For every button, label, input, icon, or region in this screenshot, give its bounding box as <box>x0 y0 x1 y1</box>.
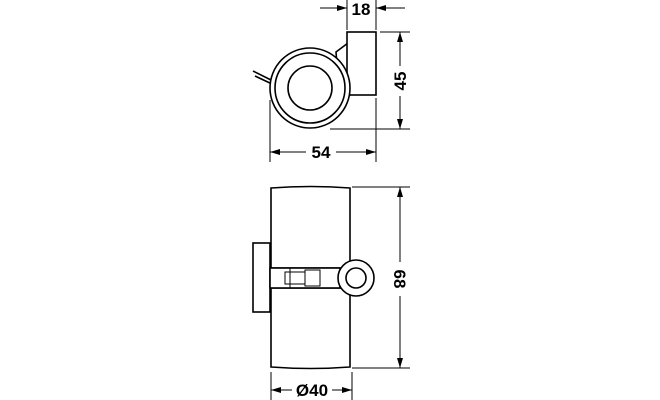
dimension-54: 54 <box>312 143 331 162</box>
dimension-68: 68 <box>390 270 409 289</box>
mounting-bracket <box>346 31 377 96</box>
upper-wheel-body <box>270 185 351 269</box>
wheel-hub <box>287 65 333 111</box>
side-view: 68 Ø40 <box>252 185 410 400</box>
mounting-plate <box>252 242 271 313</box>
wheel-tread <box>274 52 346 124</box>
dimension-45: 45 <box>391 72 410 91</box>
dimension-18: 18 <box>352 0 371 19</box>
dimension-diameter-40: Ø40 <box>296 381 328 400</box>
wheel-outer <box>269 47 351 129</box>
lower-wheel-body <box>270 287 351 370</box>
swivel-eye <box>337 259 375 297</box>
top-view: 18 45 54 <box>252 0 410 162</box>
brake-lever <box>252 70 274 82</box>
